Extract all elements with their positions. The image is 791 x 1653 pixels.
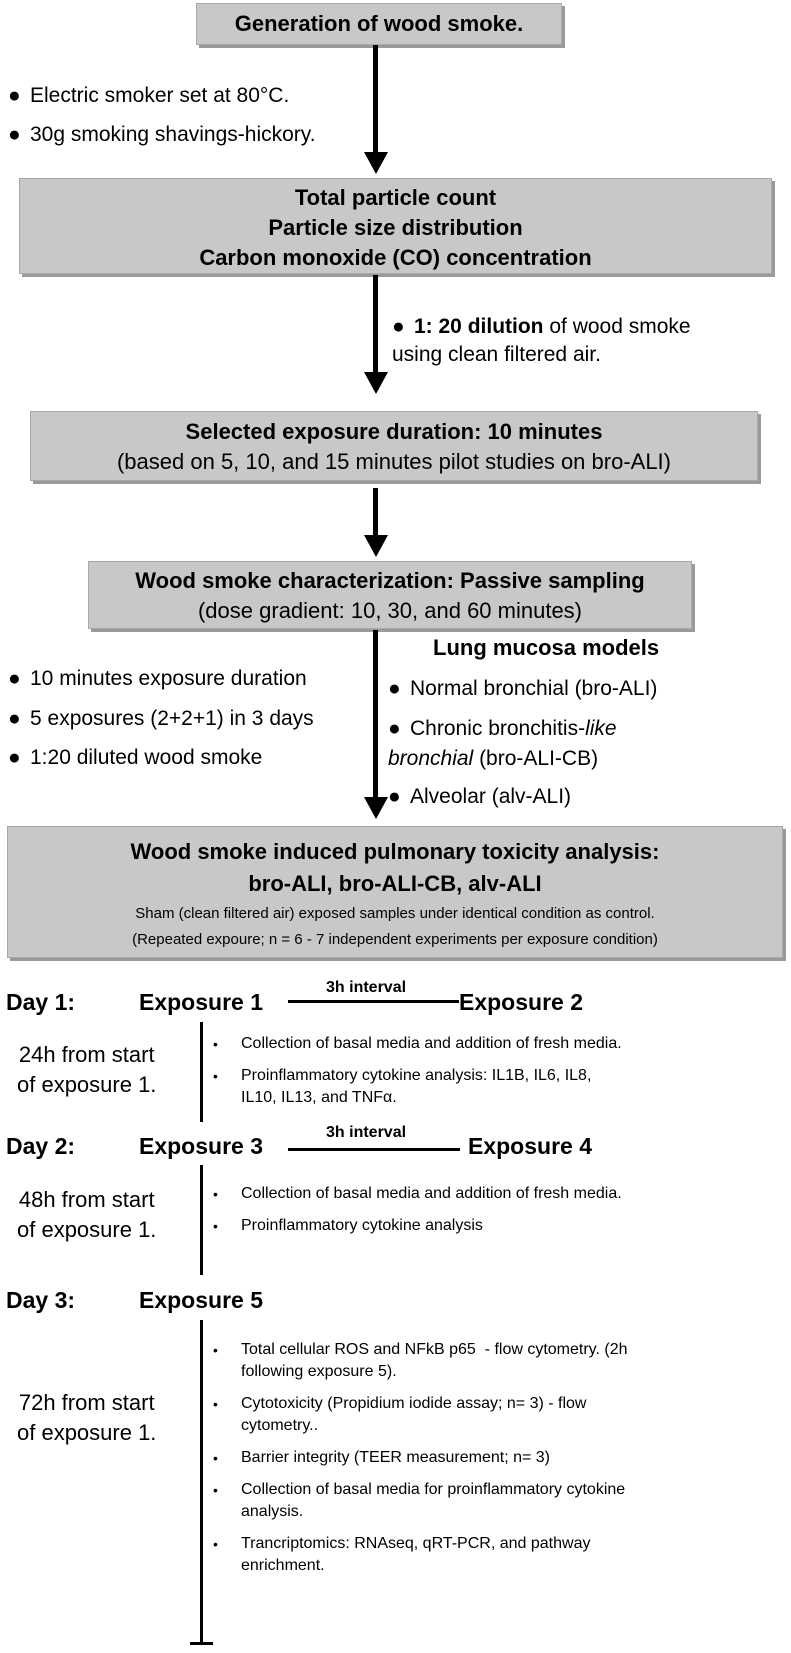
list-48h: •Collection of basal media and addition … — [213, 1183, 622, 1247]
timeline-end-cap — [190, 1642, 213, 1645]
box-measurements-line3: Carbon monoxide (CO) concentration — [199, 245, 592, 270]
arrow-3-shaft — [373, 488, 378, 538]
box-generation-text: Generation of wood smoke. — [234, 11, 524, 36]
timeline-segment-3 — [200, 1320, 203, 1643]
dilution-note: ●1: 20 dilution of wood smoke using clea… — [392, 315, 691, 366]
box-measurements: Total particle count Particle size distr… — [19, 178, 772, 274]
box-generation: Generation of wood smoke. — [196, 3, 562, 45]
list-48h-item-2: •Proinflammatory cytokine analysis — [213, 1217, 483, 1234]
list-24h-item-1: •Collection of basal media and addition … — [213, 1035, 622, 1052]
list-48h-item-1: •Collection of basal media and addition … — [213, 1185, 622, 1202]
list-72h-item-3: •Barrier integrity (TEER measurement; n=… — [213, 1449, 550, 1466]
box-measurements-line1: Total particle count — [294, 185, 497, 210]
bullet-shavings: ●30g smoking shavings-hickory. — [8, 123, 316, 146]
list-72h-item-2: •Cytotoxicity (Propidium iodide assay; n… — [213, 1395, 587, 1434]
box-toxicity-note-1: Sham (clean filtered air) exposed sample… — [135, 905, 655, 922]
arrow-4-head — [364, 797, 388, 819]
models-title: Lung mucosa models — [433, 635, 660, 660]
box-exposure-duration-title: Selected exposure duration: 10 minutes — [185, 419, 603, 444]
list-72h-item-1: •Total cellular ROS and NFkB p65 - flow … — [213, 1341, 628, 1380]
interval-1-line — [288, 1000, 459, 1003]
model-chronic-bronchitis: ●Chronic bronchitis-like bronchial (bro-… — [388, 717, 617, 770]
box-exposure-duration: Selected exposure duration: 10 minutes (… — [30, 411, 758, 481]
bullet-dilution: ●1:20 diluted wood smoke — [8, 746, 263, 769]
box-exposure-duration-note: (based on 5, 10, and 15 minutes pilot st… — [116, 449, 671, 474]
day-2-label: Day 2: — [6, 1133, 76, 1159]
list-24h-item-2: •Proinflammatory cytokine analysis: IL1B… — [213, 1067, 592, 1106]
exposure-4-label: Exposure 4 — [468, 1133, 592, 1159]
arrow-1-head — [364, 152, 388, 174]
arrow-1-shaft — [373, 45, 378, 155]
model-normal-bronchial: ●Normal bronchial (bro-ALI) — [388, 677, 658, 700]
box-characterization-title: Wood smoke characterization: Passive sam… — [135, 568, 645, 593]
list-72h-item-5: •Trancriptomics: RNAseq, qRT-PCR, and pa… — [213, 1535, 591, 1574]
box-toxicity-title-2: bro-ALI, bro-ALI-CB, alv-ALI — [248, 871, 542, 896]
box-measurements-line2: Particle size distribution — [268, 215, 523, 240]
exposure-2-label: Exposure 2 — [459, 989, 583, 1015]
list-72h-item-4: •Collection of basal media for proinflam… — [213, 1481, 626, 1520]
interval-2-label: 3h interval — [326, 1124, 407, 1141]
bullet-exposure-count: ●5 exposures (2+2+1) in 3 days — [8, 707, 314, 730]
interval-2-line — [288, 1148, 460, 1151]
box-characterization: Wood smoke characterization: Passive sam… — [88, 561, 692, 629]
box-characterization-note: (dose gradient: 10, 30, and 60 minutes) — [197, 598, 583, 623]
arrow-2-shaft — [373, 275, 378, 375]
arrow-2-head — [364, 372, 388, 394]
timeline-segment-2 — [200, 1165, 203, 1275]
list-72h: •Total cellular ROS and NFkB p65 - flow … — [213, 1339, 628, 1587]
interval-1-label: 3h interval — [326, 979, 407, 996]
exposure-1-label: Exposure 1 — [139, 989, 263, 1015]
arrow-4-shaft — [373, 630, 378, 800]
list-24h: •Collection of basal media and addition … — [213, 1033, 622, 1119]
bullet-smoker: ●Electric smoker set at 80°C. — [8, 84, 290, 107]
day-1-label: Day 1: — [6, 989, 76, 1015]
bullet-exposure-duration: ●10 minutes exposure duration — [8, 667, 307, 690]
exposure-3-label: Exposure 3 — [139, 1133, 263, 1159]
day-3-label: Day 3: — [6, 1287, 76, 1313]
box-toxicity-title-1: Wood smoke induced pulmonary toxicity an… — [130, 839, 660, 864]
timeline-segment-1 — [200, 1022, 203, 1122]
model-alveolar: ●Alveolar (alv-ALI) — [388, 785, 572, 808]
box-toxicity-note-2: (Repeated expoure; n = 6 - 7 independent… — [132, 931, 658, 948]
arrow-3-head — [364, 535, 388, 557]
exposure-5-label: Exposure 5 — [139, 1287, 263, 1313]
box-toxicity-analysis: Wood smoke induced pulmonary toxicity an… — [7, 826, 783, 958]
